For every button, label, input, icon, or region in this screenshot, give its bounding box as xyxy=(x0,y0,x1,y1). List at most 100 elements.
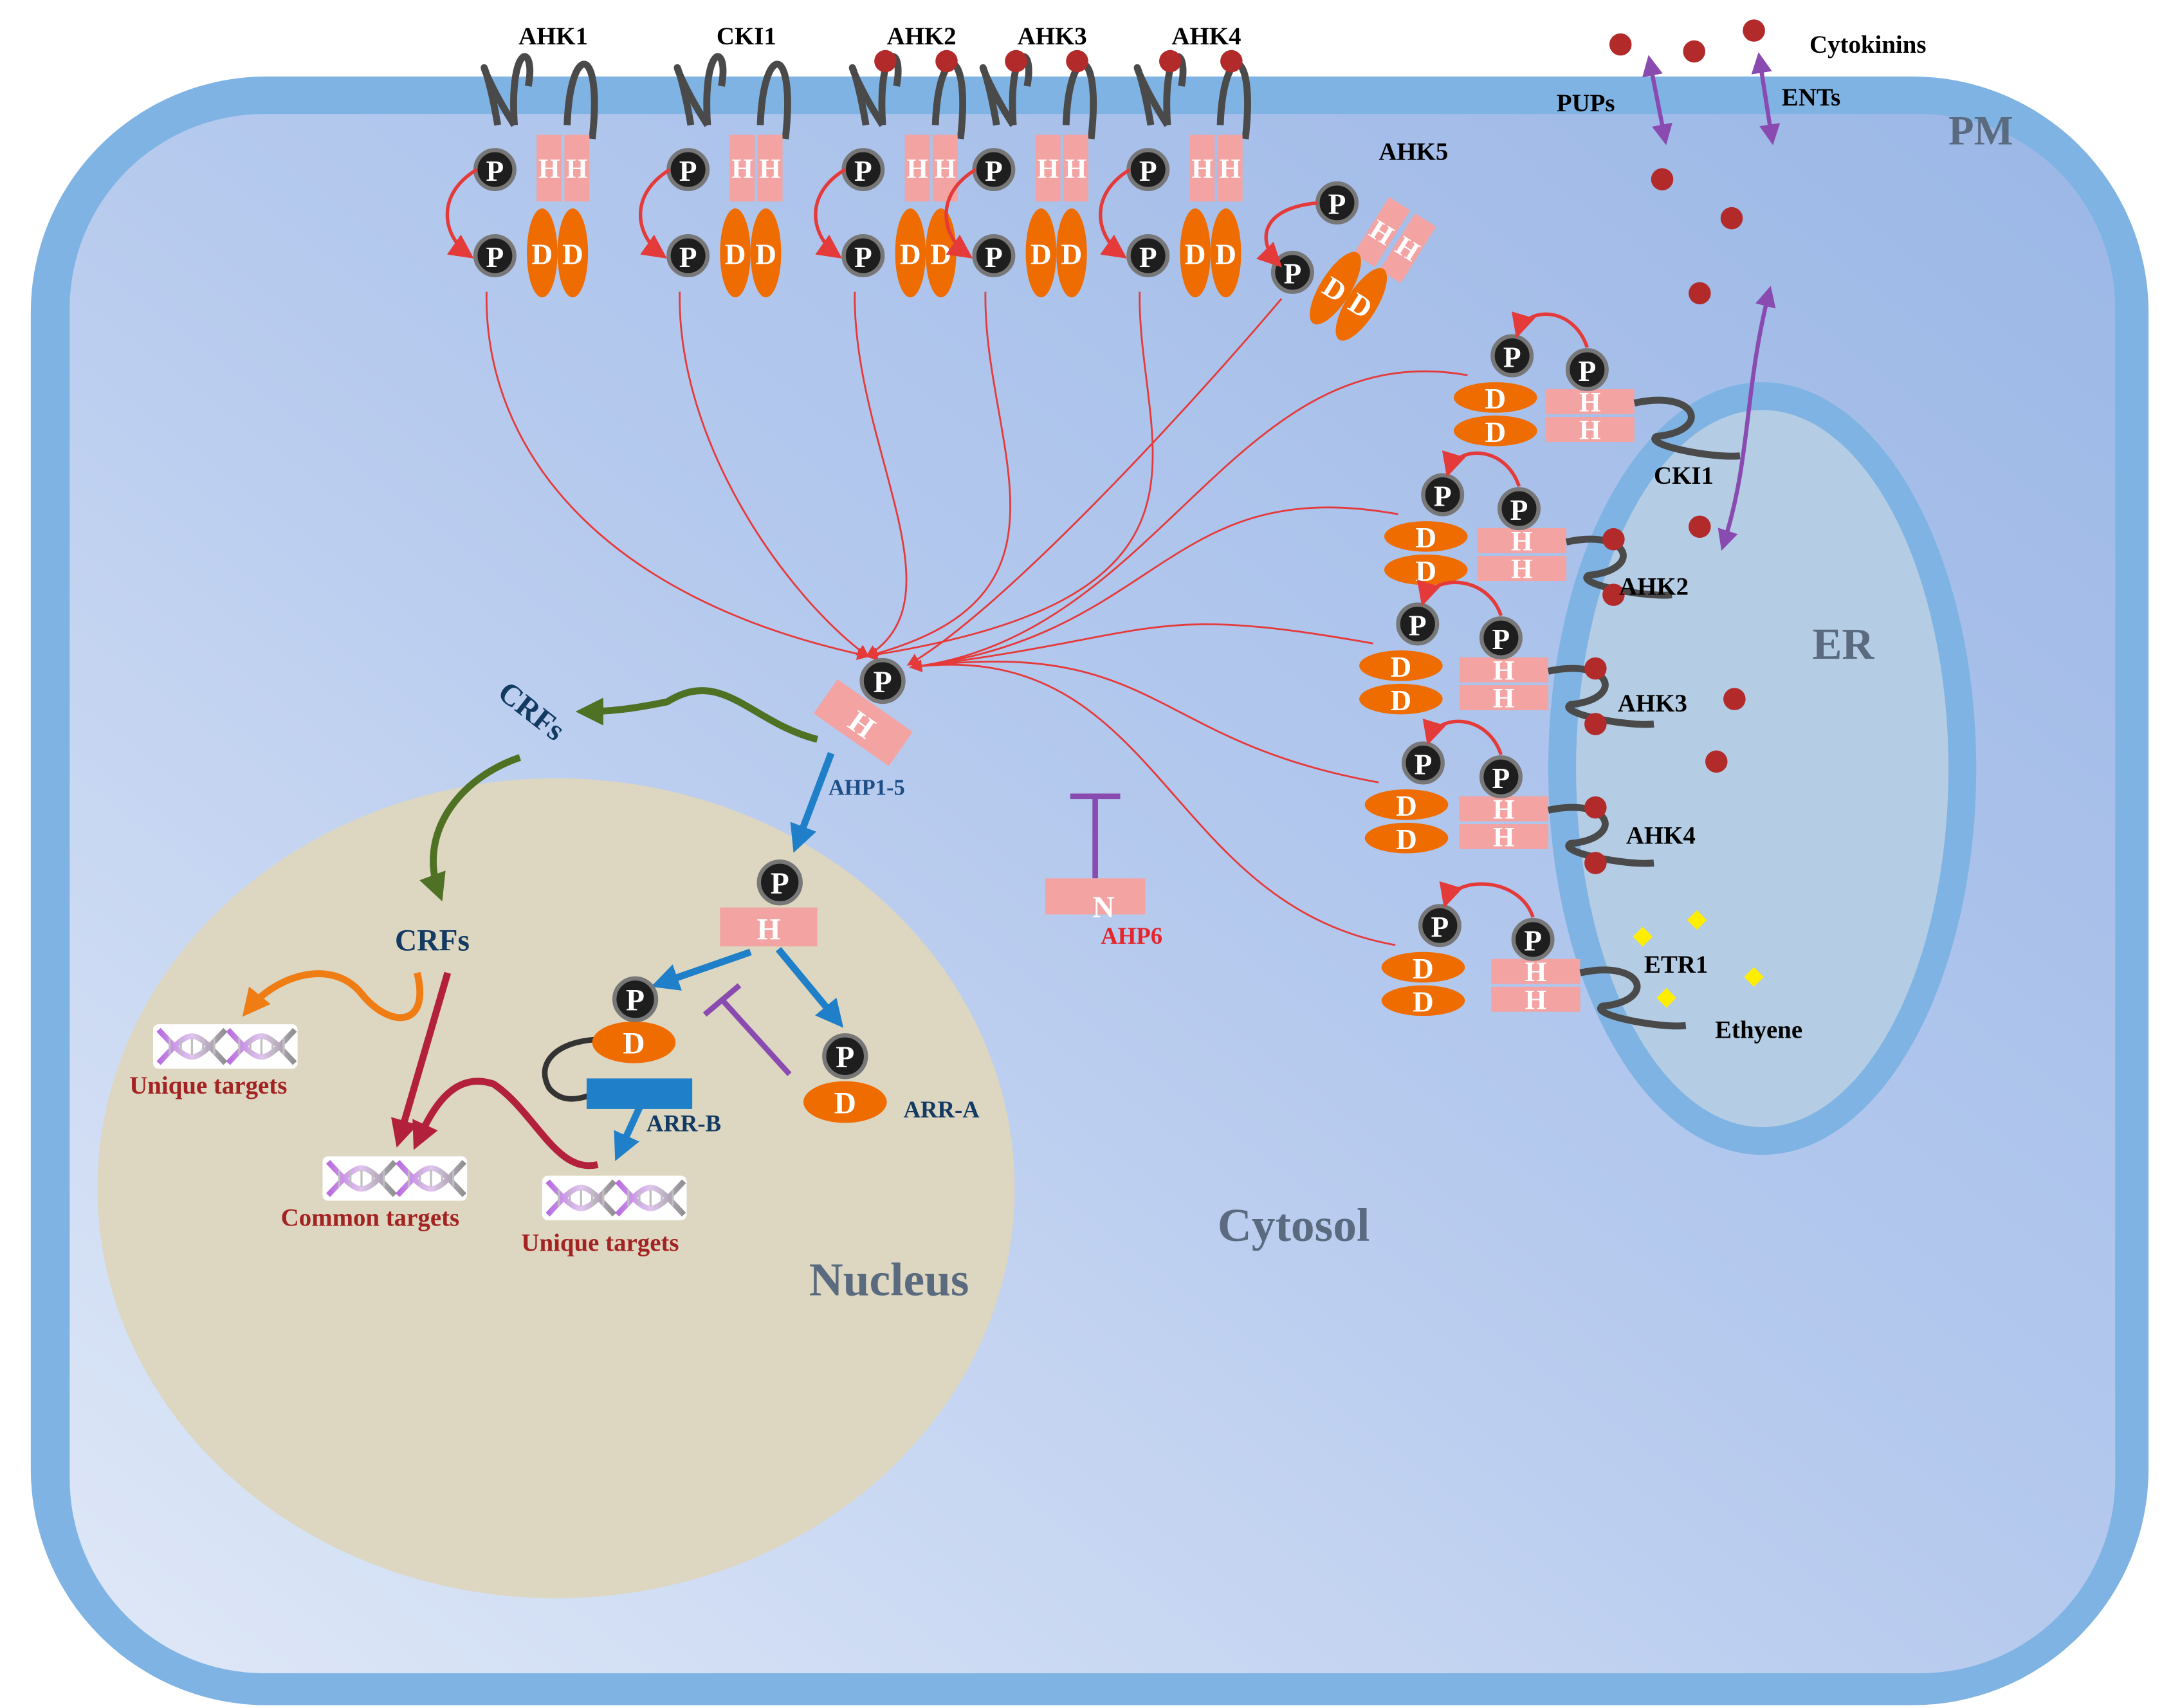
aspartate-domain xyxy=(1384,521,1468,552)
phospho-group xyxy=(822,1033,868,1079)
bound-cytokinin xyxy=(874,50,897,73)
pm-receptor-label: AHK4 xyxy=(1171,23,1241,50)
phospho-group xyxy=(859,657,906,704)
bound-cytokinin xyxy=(1584,713,1607,735)
autophosphorylation-arrow xyxy=(445,168,478,259)
aspartate-domain-letter: D xyxy=(1413,986,1434,1018)
common-targets-label: Common targets xyxy=(281,1204,459,1231)
histidine-domain xyxy=(904,134,930,202)
transmembrane-loop xyxy=(510,53,598,140)
unique-targets-label: Unique targets xyxy=(521,1229,679,1256)
phospho-group-letter: P xyxy=(771,867,789,901)
bound-cytokinin xyxy=(1584,796,1607,819)
phospho-group-letter: P xyxy=(1139,155,1157,187)
phospho-group xyxy=(1565,348,1609,392)
aspartate-domain-letter: D xyxy=(834,1087,856,1120)
cytokinin-molecule xyxy=(1689,515,1711,538)
histidine-domain xyxy=(1459,685,1548,710)
aspartate-domain xyxy=(527,208,558,298)
histidine-domain xyxy=(1379,213,1436,284)
histidine-domain xyxy=(1491,959,1580,984)
phospho-group-letter: P xyxy=(985,155,1003,187)
histidine-domain-letter: H xyxy=(1065,154,1087,185)
er-receptor-label: ETR1 xyxy=(1644,951,1708,978)
bound-cytokinin xyxy=(1220,50,1243,73)
pups-transport-arrow xyxy=(1642,55,1672,145)
aspartate-domain xyxy=(895,208,926,298)
nuclear-ahp-protein: H P xyxy=(720,859,818,946)
arr-b-dna-binding-domain xyxy=(586,1078,693,1109)
aspartate-domain-letter: D xyxy=(930,238,951,270)
bound-cytokinin xyxy=(1005,50,1027,73)
pm-receptor-label: CKI1 xyxy=(717,23,776,50)
cytokinin-transport: Cytokinins PUPs ENTs xyxy=(1557,19,1927,773)
histidine-domain-letter: H xyxy=(1493,823,1515,853)
aspartate-domain xyxy=(592,1021,676,1063)
histidine-domain xyxy=(1459,657,1548,683)
cytokinin-molecule xyxy=(1609,33,1632,56)
autophosphorylation-arrow xyxy=(638,168,671,259)
aspartate-domain-letter: D xyxy=(623,1027,645,1061)
phosphotransfer-arrow xyxy=(909,659,1396,946)
aspartate-domain xyxy=(557,208,589,298)
aspartate-domain xyxy=(1359,683,1443,715)
er-transport-arrow xyxy=(1718,286,1776,551)
bound-cytokinin xyxy=(935,50,958,73)
histidine-domain xyxy=(1545,417,1635,442)
phospho-group-letter: P xyxy=(486,155,504,187)
ahp1-5-label: AHP1-5 xyxy=(829,776,905,800)
autophosphorylation-arrow xyxy=(1417,579,1503,616)
arra-inhibition-bar xyxy=(702,983,742,1017)
bound-cytokinin xyxy=(1602,528,1625,551)
ahk5-label: AHK5 xyxy=(1379,138,1448,165)
phosphotransfer-arrow xyxy=(909,506,1398,672)
phospho-group-letter: P xyxy=(1431,911,1449,943)
n-terminal-domain xyxy=(1045,878,1146,915)
phospho-group xyxy=(1479,755,1523,799)
phospho-group-letter: P xyxy=(854,155,872,187)
aspartate-domain-letter: D xyxy=(1396,823,1417,856)
arr-a-protein: D P ARR-A xyxy=(803,1033,980,1123)
phospho-group-letter: P xyxy=(679,241,697,273)
histidine-domain xyxy=(1035,134,1061,202)
aspartate-domain-letter: D xyxy=(1415,555,1436,587)
phospho-group-letter: P xyxy=(1284,258,1302,290)
phospho-group-letter: P xyxy=(854,241,872,273)
autophosphorylation-arrow xyxy=(1099,168,1131,259)
crfs-to-common-targets-arrow xyxy=(391,971,452,1148)
aspartate-domain-letter: D xyxy=(725,238,746,270)
histidine-domain-letter: H xyxy=(1579,416,1601,446)
aspartate-domain xyxy=(1364,822,1449,854)
cytokinin-molecule xyxy=(1720,207,1743,230)
ents-label: ENTs xyxy=(1782,84,1841,111)
phospho-group xyxy=(1270,250,1314,294)
histidine-domain xyxy=(1217,134,1243,202)
histidine-domain-letter: H xyxy=(1037,154,1059,185)
phosphotransfer-arrow xyxy=(909,659,1379,784)
phospho-group-letter: P xyxy=(874,666,892,699)
aspartate-domain xyxy=(1180,208,1211,298)
histidine-domain xyxy=(536,134,562,202)
phospho-group xyxy=(756,859,803,906)
phospho-group-letter: P xyxy=(1510,494,1528,526)
histidine-domain-letter: H xyxy=(538,154,560,185)
aspartate-domain-letter: D xyxy=(1415,522,1436,554)
ahp6-label: AHP6 xyxy=(1101,923,1162,949)
histidine-domain-letter: H xyxy=(935,154,957,185)
aspartate-domain-letter: D xyxy=(900,238,921,270)
aspartate-domain xyxy=(1381,951,1465,983)
autophosphorylation-arrow xyxy=(1442,450,1521,487)
aspartate-domain xyxy=(803,1081,887,1123)
phospho-group-letter: P xyxy=(1492,623,1510,656)
ethylene-molecule xyxy=(1744,967,1764,987)
bound-cytokinin xyxy=(1584,852,1607,874)
phosphotransfer-arrow xyxy=(909,370,1468,672)
cytokinin-molecule xyxy=(1705,750,1728,773)
dna-target-common xyxy=(322,1156,468,1201)
aspartate-domain-letter: D xyxy=(1185,238,1206,270)
histidine-domain xyxy=(813,679,913,766)
phospho-group-letter: P xyxy=(1409,609,1427,641)
arr-a-label: ARR-A xyxy=(904,1096,980,1123)
